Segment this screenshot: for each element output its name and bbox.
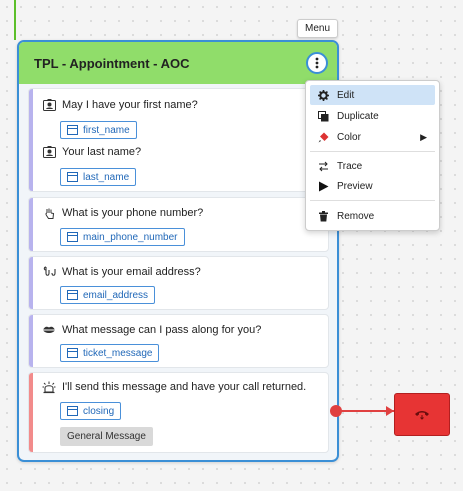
variable-chip[interactable]: last_name	[60, 168, 137, 186]
menu-item-label: Duplicate	[337, 110, 379, 122]
at-sign-icon	[42, 265, 56, 279]
question-text: What is your phone number?	[62, 207, 204, 219]
card-stripe	[29, 89, 33, 191]
id-card-icon	[42, 145, 56, 159]
play-icon	[319, 181, 329, 191]
variable-box-icon	[67, 348, 78, 358]
phone-keypad-icon	[42, 206, 56, 220]
card-stripe	[29, 373, 33, 452]
card-stripe	[29, 315, 33, 367]
menu-item-label: Edit	[337, 89, 355, 101]
incoming-connector-line	[14, 0, 16, 40]
variable-name: ticket_message	[83, 347, 153, 359]
variable-name: closing	[83, 405, 115, 417]
node-context-menu: Edit Duplicate Color ▶ Trace Preview Rem…	[305, 80, 440, 231]
gear-icon	[318, 89, 329, 101]
question-text: What is your email address?	[62, 266, 201, 278]
closing-card[interactable]: I'll send this message and have your cal…	[28, 372, 329, 453]
menu-item-duplicate[interactable]: Duplicate	[310, 106, 435, 126]
question-row: May I have your first name?	[42, 98, 198, 112]
variable-box-icon	[67, 232, 78, 242]
variable-box-icon	[67, 125, 78, 135]
node-menu-button[interactable]	[306, 52, 328, 74]
node-header[interactable]: TPL - Appointment - AOC	[19, 42, 337, 84]
menu-item-label: Trace	[337, 160, 363, 172]
flow-node[interactable]: TPL - Appointment - AOC May I have your …	[17, 40, 339, 462]
question-text: What message can I pass along for you?	[62, 324, 262, 336]
id-card-icon	[42, 98, 56, 112]
duplicate-icon	[318, 110, 329, 121]
question-row: What message can I pass along for you?	[42, 323, 261, 337]
menu-divider	[310, 151, 435, 152]
question-text: May I have your first name?	[62, 99, 198, 111]
question-text: I'll send this message and have your cal…	[62, 381, 307, 393]
phone-hangup-icon	[415, 410, 429, 420]
trash-icon	[319, 210, 328, 221]
question-text: Your last name?	[62, 146, 142, 158]
question-row: What is your phone number?	[42, 206, 203, 220]
menu-item-label: Remove	[337, 210, 375, 222]
menu-item-preview[interactable]: Preview	[310, 176, 435, 196]
question-row: I'll send this message and have your cal…	[42, 380, 306, 394]
menu-item-edit[interactable]: Edit	[310, 85, 435, 105]
card-stripe	[29, 198, 33, 251]
variable-box-icon	[67, 172, 78, 182]
paint-icon	[318, 132, 329, 142]
question-row: Your last name?	[42, 145, 141, 159]
general-message-tag[interactable]: General Message	[60, 427, 153, 446]
menu-divider	[310, 200, 435, 201]
trace-icon	[319, 161, 328, 171]
variable-box-icon	[67, 406, 78, 416]
question-card-message[interactable]: What message can I pass along for you? t…	[28, 314, 329, 368]
lips-icon	[42, 323, 56, 337]
variable-chip[interactable]: email_address	[60, 286, 156, 304]
menu-item-label: Color	[337, 131, 361, 143]
menu-item-label: Preview	[337, 180, 373, 192]
menu-item-remove[interactable]: Remove	[310, 206, 435, 226]
variable-name: last_name	[83, 171, 130, 183]
menu-tooltip: Menu	[297, 19, 339, 38]
variable-chip[interactable]: first_name	[60, 121, 137, 139]
variable-chip[interactable]: ticket_message	[60, 344, 160, 362]
question-card-name[interactable]: May I have your first name? first_name Y…	[28, 88, 329, 192]
connector-handle[interactable]	[330, 405, 342, 417]
vertical-dots-icon	[315, 57, 319, 69]
variable-name: first_name	[83, 124, 130, 136]
connector-arrowhead	[386, 406, 394, 416]
submenu-arrow-icon: ▶	[420, 131, 427, 142]
variable-name: email_address	[83, 289, 149, 301]
alarm-icon	[42, 380, 56, 394]
question-row: What is your email address?	[42, 265, 201, 279]
menu-item-trace[interactable]: Trace	[310, 156, 435, 176]
outgoing-connector-line	[336, 410, 394, 412]
question-card-email[interactable]: What is your email address? email_addres…	[28, 256, 329, 310]
variable-name: main_phone_number	[83, 231, 178, 243]
hangup-node[interactable]	[394, 393, 450, 436]
card-stripe	[29, 257, 33, 309]
node-title: TPL - Appointment - AOC	[34, 56, 190, 71]
variable-box-icon	[67, 290, 78, 300]
variable-chip[interactable]: main_phone_number	[60, 228, 185, 246]
variable-chip[interactable]: closing	[60, 402, 122, 420]
question-card-phone[interactable]: What is your phone number? main_phone_nu…	[28, 197, 329, 252]
menu-item-color[interactable]: Color ▶	[310, 127, 435, 147]
